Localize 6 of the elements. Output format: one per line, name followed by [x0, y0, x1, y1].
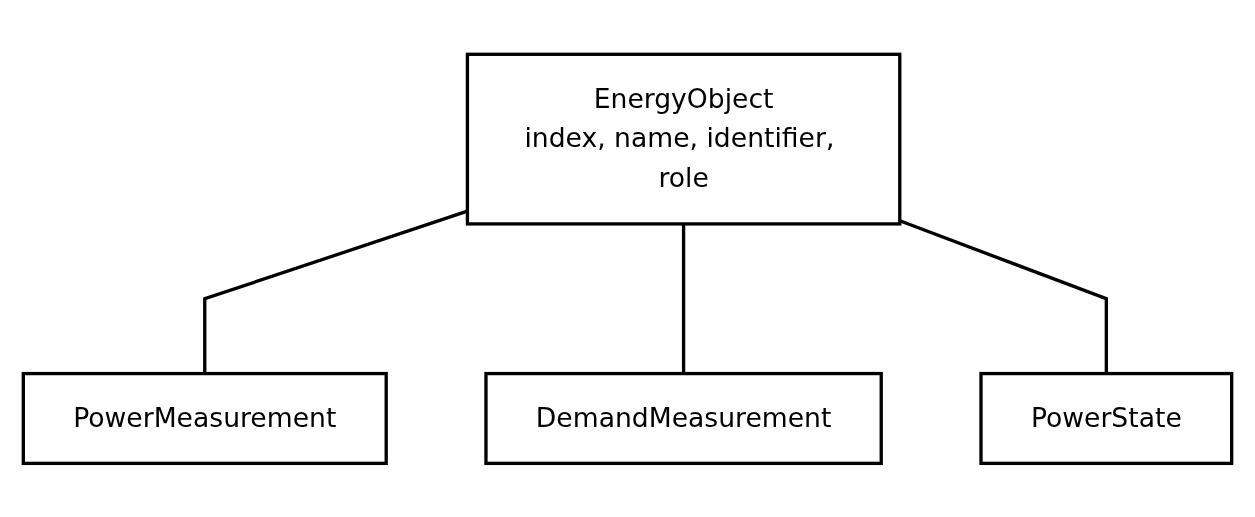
connector — [899, 218, 1108, 374]
node-box: EnergyObject index, name, identifier, role — [465, 52, 902, 226]
node-box: DemandMeasurement — [484, 371, 883, 465]
node-box: PowerMeasurement — [21, 371, 388, 465]
node-box: PowerState — [979, 371, 1234, 465]
connector — [681, 223, 686, 374]
